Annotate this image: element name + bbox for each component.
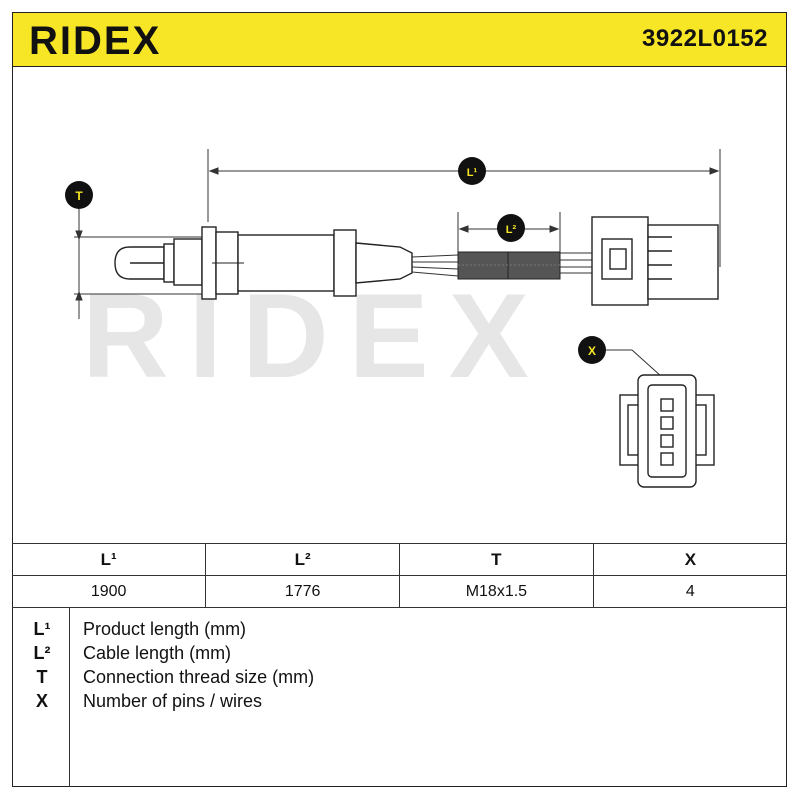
brand-text: RIDEX bbox=[29, 19, 161, 61]
sensor-drawing: RIDEX L¹ L² T bbox=[65, 149, 721, 488]
badge-t: T bbox=[65, 181, 93, 209]
spec-table: L¹ L² T X 1900 1776 M18x1.5 4 bbox=[12, 543, 787, 608]
svg-text:X: X bbox=[588, 344, 596, 358]
header-x: X bbox=[592, 543, 787, 576]
badge-x: X bbox=[578, 336, 606, 364]
legend-symbol: L¹ bbox=[33, 619, 51, 639]
legend-description: Product length (mm) bbox=[83, 619, 247, 639]
oxygen-sensor-icon bbox=[114, 226, 413, 300]
value-x: 4 bbox=[592, 575, 787, 608]
legend-symbol: X bbox=[35, 691, 48, 711]
header-l2: L² bbox=[205, 543, 400, 576]
part-number: 3922L0152 bbox=[642, 25, 768, 52]
legend-divider bbox=[69, 607, 70, 787]
svg-text:T: T bbox=[75, 189, 83, 203]
svg-text:L²: L² bbox=[506, 224, 517, 236]
legend-symbol: L² bbox=[33, 643, 51, 663]
legend-description: Connection thread size (mm) bbox=[83, 667, 315, 687]
badge-l2: L² bbox=[497, 214, 525, 242]
legend-item: T Connection thread size (mm) bbox=[12, 667, 787, 691]
badge-l1: L¹ bbox=[458, 157, 486, 185]
header-l1: L¹ bbox=[12, 543, 206, 576]
legend-symbol: T bbox=[36, 667, 48, 687]
dimension-t bbox=[74, 209, 212, 319]
legend: L¹ Product length (mm) L² Cable length (… bbox=[12, 607, 787, 787]
spec-table-header: L¹ L² T X bbox=[12, 543, 787, 576]
legend-item: X Number of pins / wires bbox=[12, 691, 787, 715]
spec-table-values: 1900 1776 M18x1.5 4 bbox=[12, 575, 787, 608]
legend-item: L² Cable length (mm) bbox=[12, 643, 787, 667]
cable-sleeve bbox=[457, 251, 561, 280]
header-bar: RIDEX 3922L0152 bbox=[12, 12, 787, 67]
legend-description: Cable length (mm) bbox=[83, 643, 232, 663]
legend-description: Number of pins / wires bbox=[83, 691, 263, 711]
ridex-logo: RIDEX bbox=[29, 19, 161, 61]
value-l2: 1776 bbox=[205, 575, 400, 608]
svg-text:L¹: L¹ bbox=[467, 167, 478, 179]
sensor-wires bbox=[411, 252, 592, 277]
value-l1: 1900 bbox=[12, 575, 206, 608]
header-t: T bbox=[399, 543, 594, 576]
connector-pin-face-icon bbox=[619, 374, 715, 488]
connector-icon bbox=[591, 216, 719, 306]
legend-item: L¹ Product length (mm) bbox=[12, 619, 787, 643]
value-t: M18x1.5 bbox=[399, 575, 594, 608]
